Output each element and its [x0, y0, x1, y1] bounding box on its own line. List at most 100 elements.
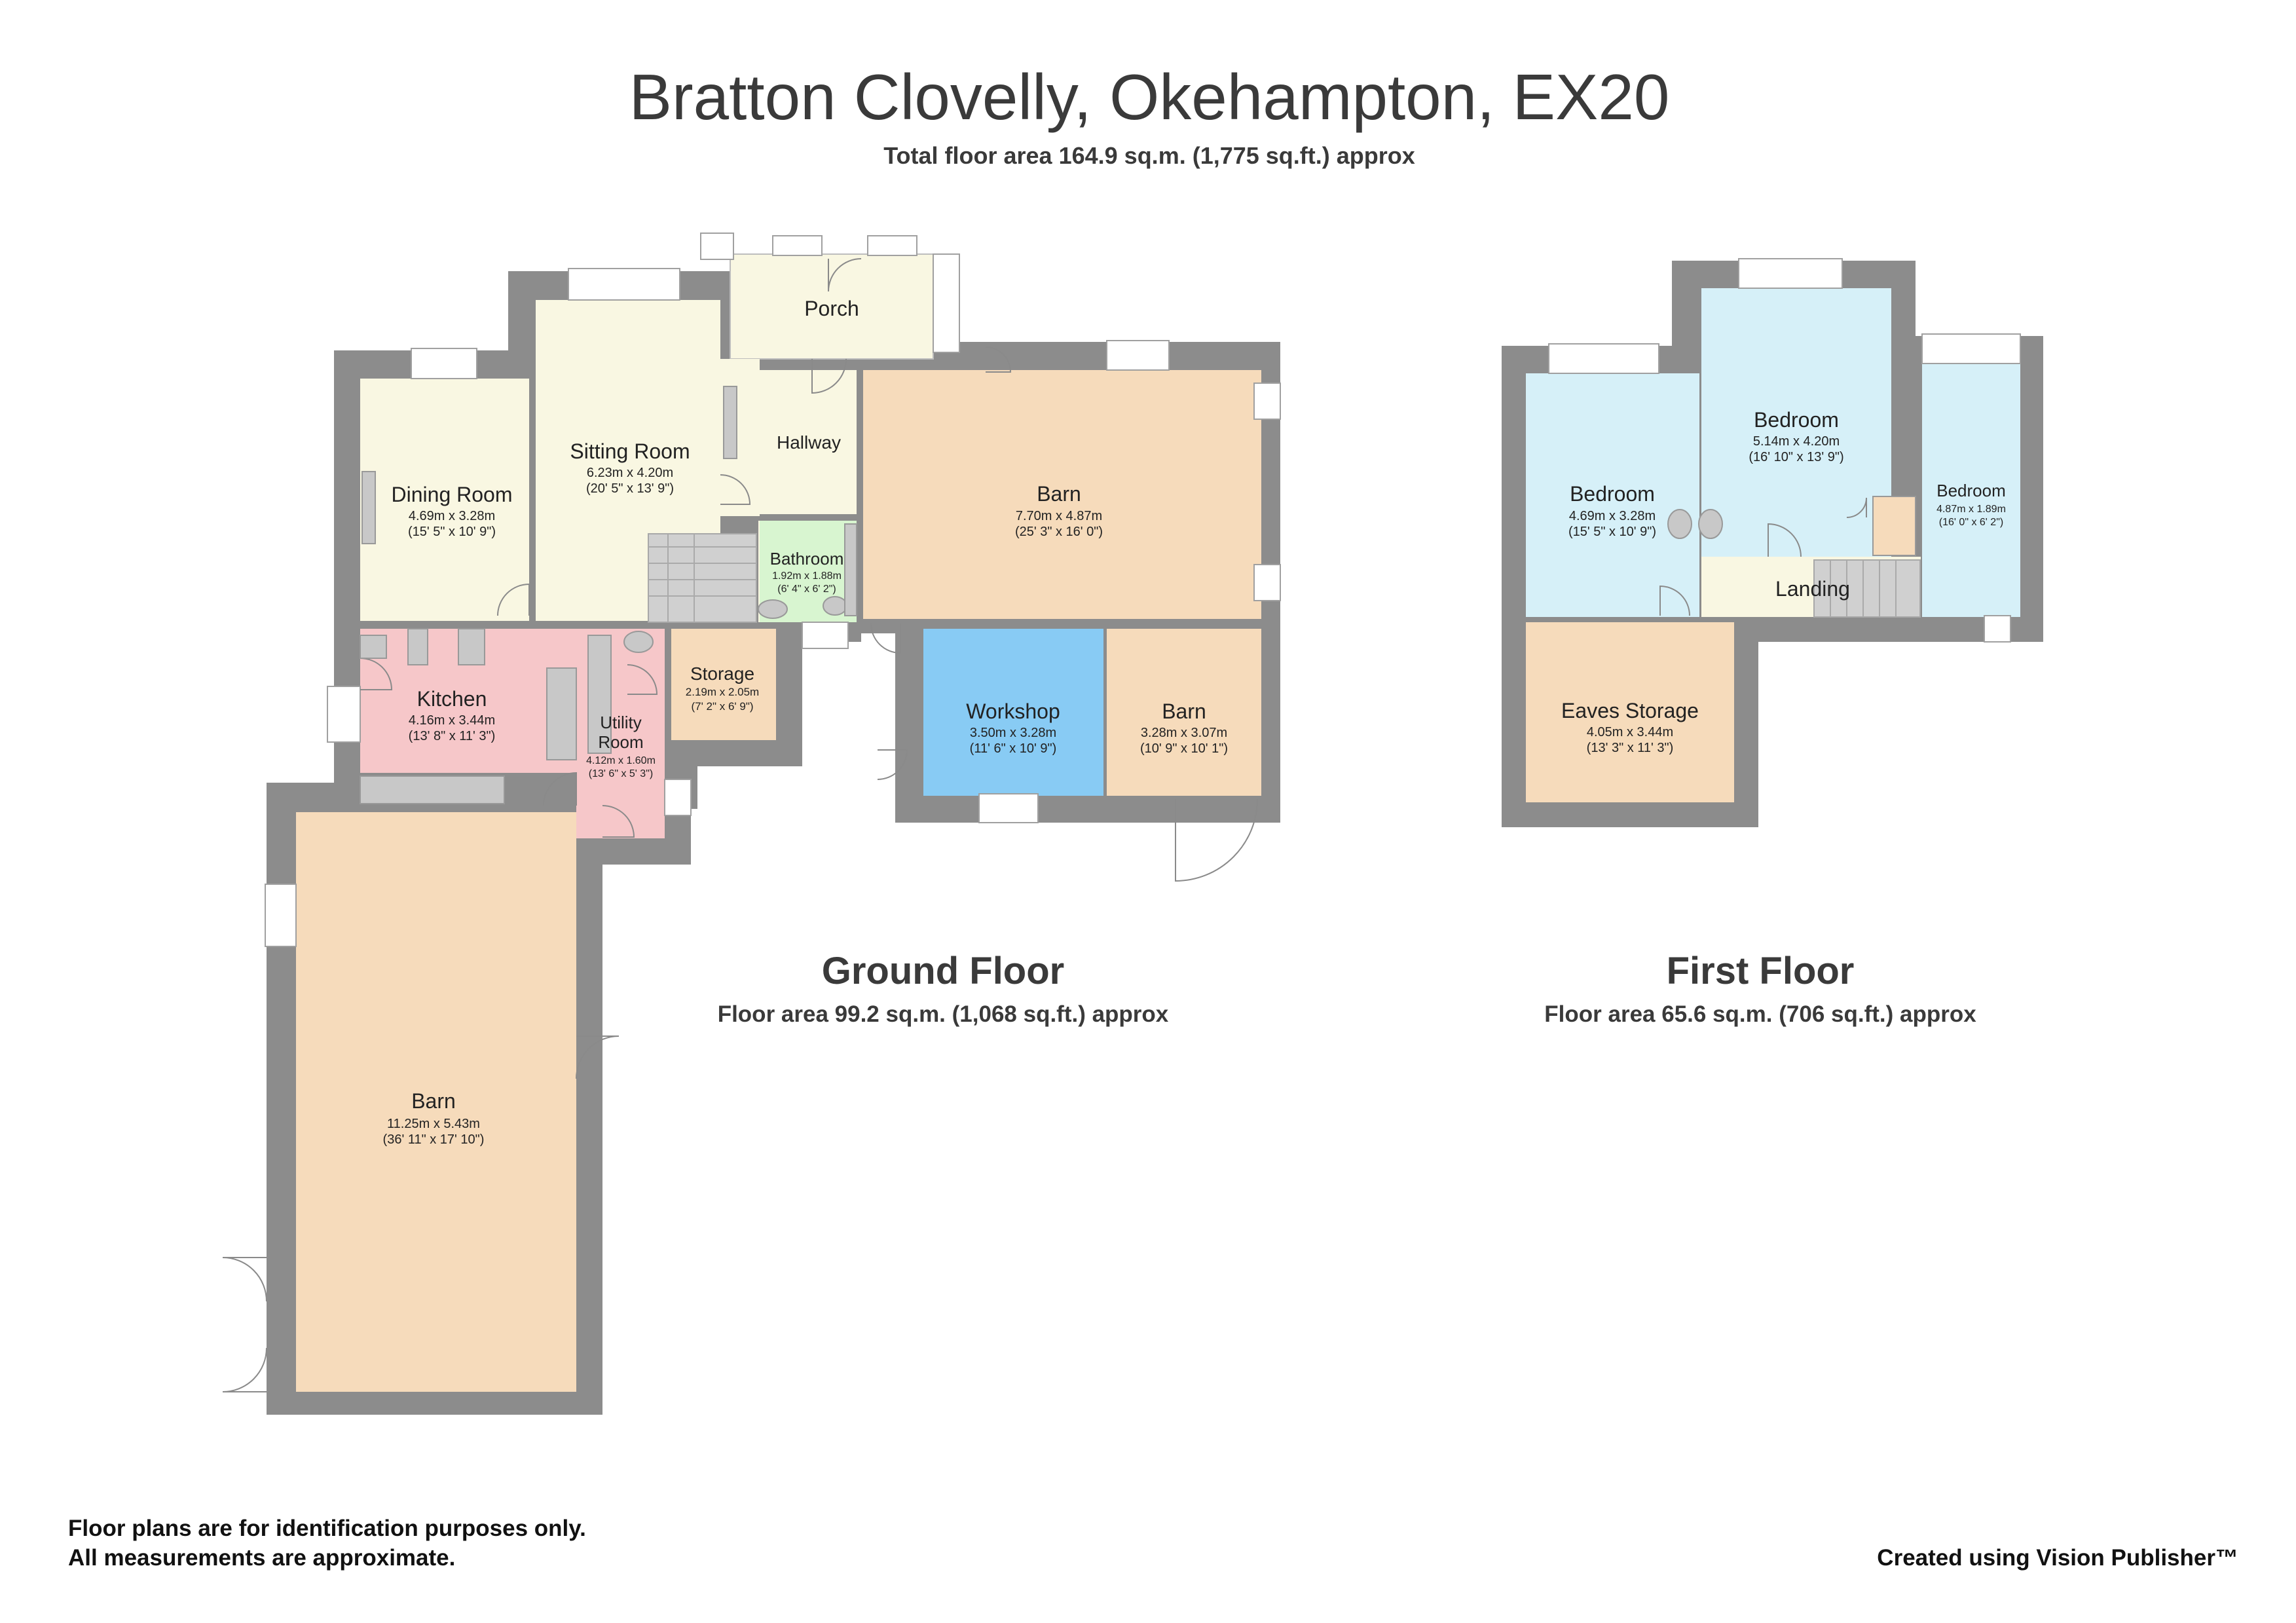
window — [700, 233, 734, 260]
room-dim-barn-large-imperial: (36' 11" x 17' 10") — [383, 1132, 485, 1147]
window — [1984, 615, 2011, 643]
ground-floor-label: Ground Floor — [822, 950, 1065, 992]
workshop-room — [923, 629, 1103, 796]
fireplace — [361, 471, 376, 544]
room-label-barn-large: Barn — [411, 1089, 456, 1113]
room-dim-storage-metric: 2.19m x 2.05m — [686, 686, 759, 698]
room-dim-bedroom-mid-metric: 5.14m x 4.20m — [1753, 434, 1840, 449]
room-dim-bathroom-imperial: (6' 4" x 6' 2") — [777, 584, 836, 595]
door — [576, 1035, 620, 1079]
barn-large-room — [296, 812, 576, 1392]
room-label-eaves: Eaves Storage — [1561, 699, 1699, 722]
room-dim-bedroom-mid-imperial: (16' 10" x 13' 9") — [1749, 450, 1843, 464]
room-dim-kitchen-imperial: (13' 8" x 11' 3") — [409, 729, 496, 743]
dining-room — [360, 379, 529, 621]
door — [1768, 523, 1802, 557]
disclaimer-line-1: Floor plans are for identification purpo… — [68, 1516, 586, 1541]
window — [978, 793, 1039, 823]
barn-small-room — [1107, 629, 1261, 796]
door — [1846, 497, 1867, 518]
basin — [823, 596, 847, 616]
door — [1659, 585, 1690, 616]
room-label-storage: Storage — [690, 663, 754, 684]
room-dim-barn-main-metric: 7.70m x 4.87m — [1016, 509, 1102, 523]
door — [222, 1347, 267, 1392]
window — [867, 235, 917, 256]
room-label-utility-1: Utility — [600, 713, 642, 732]
door — [811, 358, 847, 394]
room-label-hallway: Hallway — [777, 432, 841, 453]
room-dim-utility-metric: 4.12m x 1.60m — [586, 755, 656, 766]
window — [1548, 343, 1659, 374]
bedroom-left — [1526, 373, 1699, 617]
room-dim-kitchen-metric: 4.16m x 3.44m — [409, 713, 495, 728]
window — [265, 884, 297, 947]
room-label-barn-small: Barn — [1162, 700, 1206, 723]
window — [1106, 340, 1170, 371]
window — [802, 622, 849, 649]
window — [1253, 564, 1281, 601]
disclaimer-line-2: All measurements are approximate. — [68, 1545, 455, 1571]
room-label-bathroom: Bathroom — [770, 549, 844, 569]
barn-main-room — [863, 370, 1261, 619]
room-label-kitchen: Kitchen — [417, 687, 487, 711]
door — [1175, 798, 1258, 882]
bath — [844, 523, 857, 616]
room-label-barn-main: Barn — [1037, 482, 1081, 506]
door — [222, 1257, 267, 1302]
room-label-utility-2: Room — [598, 732, 643, 752]
first-floor-plan: Bedroom 4.69m x 3.28m (15' 5" x 10' 9") … — [1502, 258, 2043, 827]
fixture — [1667, 509, 1692, 539]
window — [933, 253, 960, 353]
room-dim-barn-small-metric: 3.28m x 3.07m — [1141, 726, 1227, 740]
window — [568, 268, 680, 301]
door — [720, 474, 751, 505]
door — [602, 805, 635, 838]
room-dim-barn-main-imperial: (25' 3" x 16' 0") — [1015, 525, 1103, 539]
room-dim-dining-imperial: (15' 5" x 10' 9") — [408, 525, 496, 539]
window — [1921, 333, 2021, 364]
door — [870, 623, 901, 654]
appliance — [458, 628, 485, 665]
kitchen-counter — [546, 667, 577, 760]
cupboard — [1872, 496, 1916, 556]
kitchen-sink-counter — [360, 775, 505, 804]
appliance — [360, 635, 387, 659]
total-area-subtitle: Total floor area 164.9 sq.m. (1,775 sq.f… — [883, 142, 1415, 169]
room-dim-bathroom-metric: 1.92m x 1.88m — [772, 570, 842, 582]
room-dim-eaves-metric: 4.05m x 3.44m — [1587, 725, 1673, 739]
room-dim-utility-imperial: (13' 6" x 5' 3") — [589, 768, 653, 779]
first-stairs — [1813, 559, 1921, 618]
window — [664, 779, 692, 816]
toilet — [623, 631, 654, 653]
utility-counter — [587, 635, 612, 754]
ground-stairs — [648, 533, 757, 623]
bedroom-right — [1922, 364, 2020, 617]
ground-floor-plan: Porch Hallway Dining Room 4.69m x 3.28m … — [222, 233, 1281, 1415]
room-dim-workshop-imperial: (11' 6" x 10' 9") — [970, 741, 1057, 756]
room-label-bedroom-right: Bedroom — [1936, 481, 2006, 500]
door — [543, 772, 577, 806]
first-floor-area: Floor area 65.6 sq.m. (706 sq.ft.) appro… — [1544, 1001, 1976, 1027]
eaves-storage-room — [1526, 622, 1734, 802]
room-dim-sitting-metric: 6.23m x 4.20m — [587, 466, 673, 480]
storage-room — [671, 629, 776, 740]
room-dim-sitting-imperial: (20' 5" x 13' 9") — [586, 481, 674, 496]
room-dim-barn-small-imperial: (10' 9" x 10' 1") — [1140, 741, 1228, 756]
room-dim-bedroom-left-imperial: (15' 5" x 10' 9") — [1568, 525, 1656, 539]
room-label-bedroom-mid: Bedroom — [1754, 408, 1839, 432]
room-dim-barn-large-metric: 11.25m x 5.43m — [387, 1117, 480, 1131]
door — [985, 346, 1012, 373]
door — [828, 258, 862, 292]
room-label-porch: Porch — [804, 297, 859, 320]
room-label-sitting: Sitting Room — [570, 439, 690, 463]
door — [877, 749, 908, 780]
fixture — [1698, 509, 1723, 539]
window — [1253, 382, 1281, 420]
room-dim-dining-metric: 4.69m x 3.28m — [409, 509, 495, 523]
appliance — [407, 628, 428, 665]
window — [1738, 258, 1843, 289]
room-dim-eaves-imperial: (13' 3" x 11' 3") — [1587, 741, 1674, 755]
room-label-bedroom-left: Bedroom — [1570, 482, 1655, 506]
